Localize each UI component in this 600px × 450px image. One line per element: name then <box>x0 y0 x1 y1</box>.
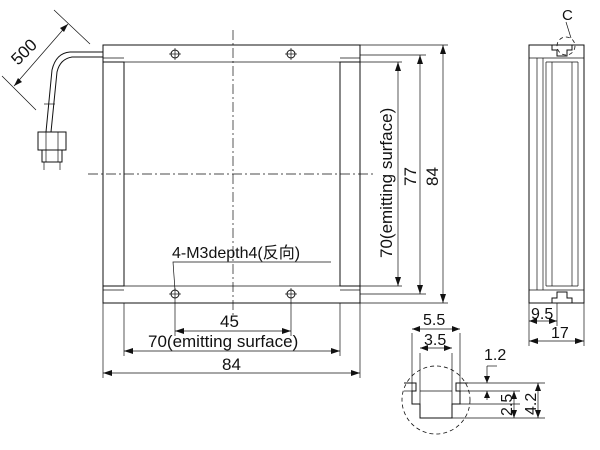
mounting-hole <box>285 288 297 300</box>
horizontal-dimensions: 45 70(emitting surface) 84 <box>102 300 361 378</box>
slot-inner-dim: 3.5 <box>424 332 446 349</box>
light-panel-outline <box>102 44 361 304</box>
hole-pitch-dim: 45 <box>220 312 239 331</box>
slot-lip-dim: 1.2 <box>484 347 506 364</box>
slot-detail-circle <box>401 365 471 435</box>
mounting-hole <box>169 48 181 60</box>
tapped-holes-leader <box>172 261 331 291</box>
slot-step-dim: 2.5 <box>499 394 516 416</box>
slot-outer-dim: 5.5 <box>423 312 445 329</box>
inner-height-dim: 77 <box>401 167 420 186</box>
slot-depth-dim: 4.2 <box>523 393 540 415</box>
vertical-dimensions: 70(emitting surface) 77 84 <box>360 44 448 304</box>
emitting-width-dim: 70(emitting surface) <box>148 332 298 351</box>
chamfer-label: C <box>562 7 573 24</box>
side-depth-small-dim: 9.5 <box>531 306 553 323</box>
front-view: 4-M3depth4(反向) <box>88 30 375 318</box>
chamfer-detail-circle <box>556 36 576 56</box>
tapped-holes-label: 4-M3depth4(反向) <box>172 244 300 262</box>
slot-profile <box>404 382 468 419</box>
outer-height-dim: 84 <box>423 167 442 186</box>
outer-width-dim: 84 <box>222 355 241 374</box>
cable: 500 <box>1 9 103 170</box>
side-profile-outline <box>528 44 585 304</box>
emitting-height-dim: 70(emitting surface) <box>377 108 396 258</box>
side-view: C 9.5 17 <box>528 7 585 346</box>
mounting-hole <box>285 48 297 60</box>
slot-detail: 5.5 3.5 1.2 2.5 4.2 <box>401 312 545 435</box>
cable-length-dim: 500 <box>7 35 40 68</box>
connector <box>37 131 67 151</box>
side-depth-dim: 17 <box>551 325 569 342</box>
